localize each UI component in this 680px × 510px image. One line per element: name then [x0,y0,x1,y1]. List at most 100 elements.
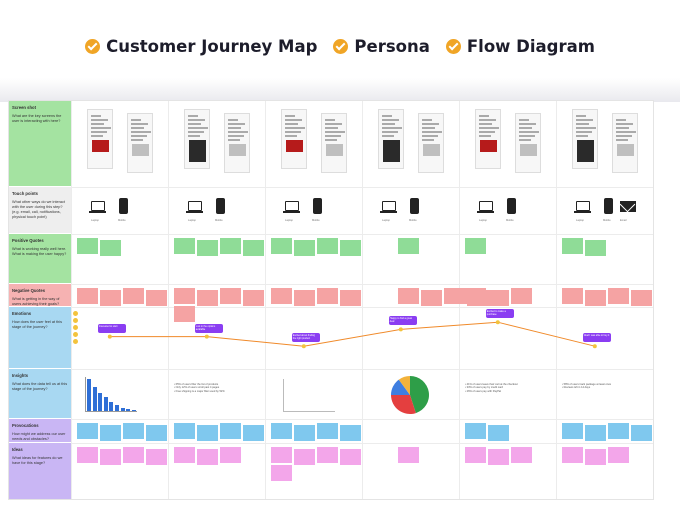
emotion-point [592,344,597,349]
sticky-note [585,449,606,465]
text-line [285,127,305,129]
text-line [228,119,238,121]
screen-image [480,140,497,152]
sticky-note [317,238,338,254]
text-line [188,119,205,121]
text-line [382,131,398,133]
laptop-icon [186,201,203,213]
sticky-note [220,238,241,254]
text-line [285,135,297,137]
sticky-note [77,288,98,304]
mobile-phone-icon [216,198,225,214]
line-chart-axis [283,411,335,412]
row-title: Ideas [12,447,23,452]
emotion-bubble: Glad I was able to buy it [582,333,611,343]
sticky-note [488,449,509,465]
sticky-note [488,290,509,306]
touchpoint-label: Email [620,219,627,222]
text-line [422,131,442,133]
sticky-note [294,425,315,441]
feature-header: Customer Journey Map Persona Flow Diagra… [0,0,680,92]
sticky-note [100,449,121,465]
feature-persona: Persona [333,37,430,56]
screenshot-thumbnail [572,109,598,169]
row-title: Touch points [12,191,38,196]
sticky-note [608,288,629,304]
sticky-note [197,425,218,441]
sticky-note [243,240,264,256]
text-line [616,119,626,121]
sticky-note [398,447,419,463]
sticky-note [220,447,241,463]
sticky-note [465,447,486,463]
text-line [616,123,633,125]
column-divider [556,101,557,499]
emotion-point [204,334,209,339]
text-line [188,123,201,125]
bar-chart-axis [85,377,86,411]
sticky-note [511,288,532,304]
screenshot-thumbnail [281,109,307,169]
sticky-note [585,290,606,306]
sticky-note [174,447,195,463]
bar-chart-bar [92,386,97,411]
bar-chart-bar [120,407,125,411]
row-description: What other ways do we interact with the … [12,200,65,219]
text-line [325,123,342,125]
text-line [91,131,107,133]
sticky-note [562,423,583,439]
screen-image [132,144,149,156]
sticky-note [562,447,583,463]
screenshot-thumbnail [127,113,153,173]
pie-slice [410,376,429,414]
text-line [228,135,244,137]
emoji-face-icon [73,311,78,316]
row-description: What is getting in the way of users achi… [12,297,60,306]
pie-slice [391,379,410,395]
emotion-bubble: Excited about finding the right product [291,333,320,343]
text-line [576,119,593,121]
emotion-point [107,334,112,339]
text-line [131,139,143,141]
sticky-note [465,238,486,254]
screenshot-thumbnail [378,109,404,169]
text-line [131,123,148,125]
pie-slice [391,395,416,414]
touchpoint-label: Laptop [382,219,390,222]
text-line [616,127,629,129]
sticky-note [220,423,241,439]
laptop-icon [477,201,494,213]
bar-chart-bar [109,401,114,411]
sticky-note [465,423,486,439]
screenshot-thumbnail [475,109,501,169]
sticky-note [608,423,629,439]
text-line [576,127,596,129]
emotion-point [301,344,306,349]
sticky-note [398,288,419,304]
text-line [422,123,439,125]
column-divider [168,101,169,499]
screen-image [577,140,594,162]
sticky-note [317,423,338,439]
touchpoint-label: Laptop [479,219,487,222]
sticky-note [465,288,486,304]
text-line [519,127,532,129]
feature-journey-map: Customer Journey Map [85,37,317,56]
text-line [519,131,539,133]
column-divider [71,101,72,499]
row-title: Insights [12,373,29,378]
pie-chart [391,376,429,414]
emoji-face-icon [73,332,78,337]
text-line [325,131,345,133]
row-description: How does the user feel at this stage of … [12,320,63,329]
emoji-face-icon [73,325,78,330]
laptop-icon [574,201,591,213]
screen-image [423,144,440,156]
text-line [188,131,204,133]
column-divider [362,101,363,499]
check-icon [85,38,101,54]
text-line [422,119,432,121]
feature-flow-diagram: Flow Diagram [445,37,595,56]
